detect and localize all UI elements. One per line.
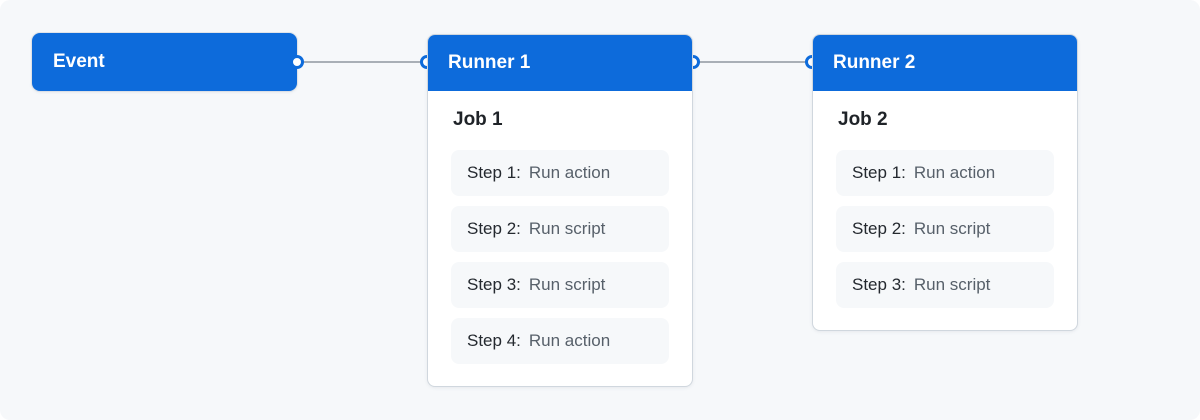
step-label: Step 2: — [852, 219, 906, 238]
step-row: Step 3: Run script — [451, 262, 669, 308]
connector-line — [693, 61, 812, 63]
step-label: Step 2: — [467, 219, 521, 238]
runner2-header: Runner 2 — [813, 35, 1077, 91]
step-value: Run action — [528, 331, 611, 350]
runner1-title: Runner 1 — [448, 52, 531, 73]
runner1-header: Runner 1 — [428, 35, 692, 91]
step-label: Step 3: — [467, 275, 521, 294]
connector-line — [297, 61, 427, 63]
runner2-card: Runner 2 Job 2 Step 1: Run action Step 2… — [812, 34, 1078, 331]
runner2-body: Job 2 Step 1: Run action Step 2: Run scr… — [813, 91, 1077, 330]
step-label: Step 1: — [852, 163, 906, 182]
step-value: Run script — [913, 275, 991, 294]
runner1-card: Runner 1 Job 1 Step 1: Run action Step 2… — [427, 34, 693, 387]
job2-title: Job 2 — [838, 109, 888, 130]
event-label: Event — [53, 51, 105, 72]
runner1-body: Job 1 Step 1: Run action Step 2: Run scr… — [428, 91, 692, 386]
runner2-title: Runner 2 — [833, 52, 916, 73]
step-value: Run script — [913, 219, 991, 238]
event-node: Event — [32, 33, 297, 91]
step-value: Run script — [528, 275, 606, 294]
step-value: Run action — [528, 163, 611, 182]
step-row: Step 2: Run script — [451, 206, 669, 252]
step-row: Step 2: Run script — [836, 206, 1054, 252]
step-label: Step 3: — [852, 275, 906, 294]
step-value: Run action — [913, 163, 996, 182]
job1-title: Job 1 — [453, 109, 503, 130]
step-row: Step 1: Run action — [836, 150, 1054, 196]
step-label: Step 4: — [467, 331, 521, 350]
step-row: Step 4: Run action — [451, 318, 669, 364]
step-row: Step 3: Run script — [836, 262, 1054, 308]
step-row: Step 1: Run action — [451, 150, 669, 196]
step-value: Run script — [528, 219, 606, 238]
step-label: Step 1: — [467, 163, 521, 182]
connector-dot — [290, 55, 304, 69]
